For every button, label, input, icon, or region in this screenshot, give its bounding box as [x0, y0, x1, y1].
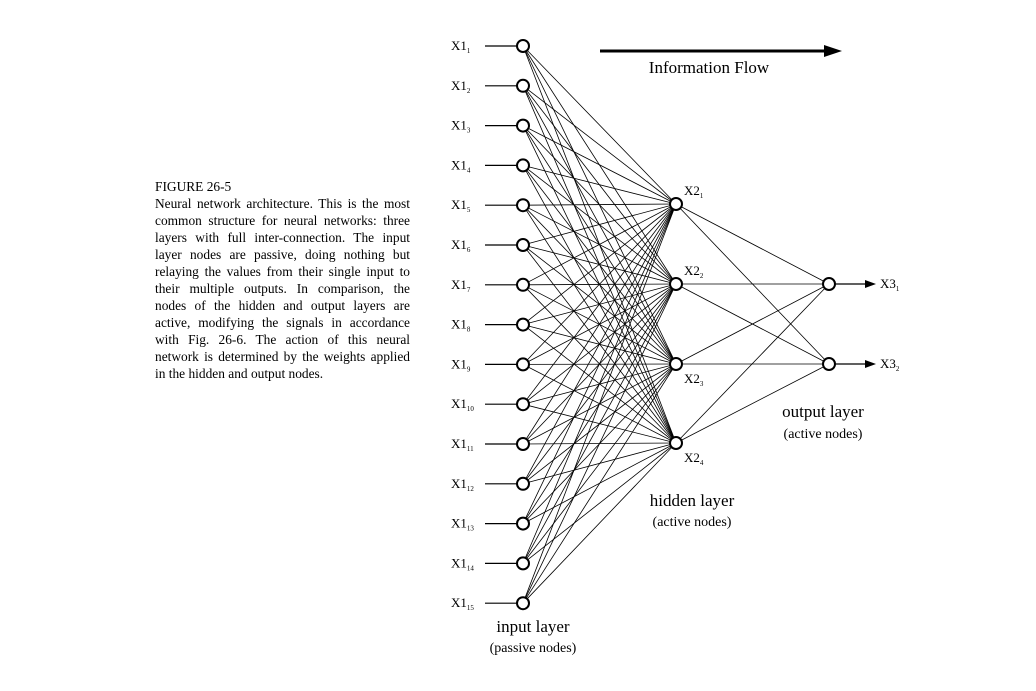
input-node-label-6: X16 [451, 237, 471, 254]
input-node-1 [516, 39, 530, 53]
input-node-4 [516, 158, 530, 173]
connection-hidden-1-output-1 [675, 203, 830, 285]
output-arrowhead-2 [865, 360, 876, 368]
hidden-node-label-2: X22 [684, 263, 704, 280]
connection-hidden-3-output-1 [675, 283, 830, 365]
input-node-3 [516, 118, 530, 133]
connection-input-15-hidden-4 [522, 442, 677, 604]
connection-input-7-hidden-1 [522, 203, 677, 286]
hidden-node-4 [669, 436, 683, 450]
input-node-14 [516, 556, 530, 571]
information-flow-label: Information Flow [649, 58, 770, 77]
connection-input-10-hidden-1 [522, 203, 677, 405]
connection-input-6-hidden-1 [522, 203, 677, 246]
input-node-label-12: X112 [451, 476, 474, 493]
input-node-13 [516, 516, 530, 531]
input-node-label-11: X111 [451, 436, 474, 453]
output-node-label-2: X32 [880, 356, 900, 373]
input-node-label-13: X113 [451, 516, 474, 533]
connection-input-13-hidden-1 [522, 203, 677, 524]
connection-input-14-hidden-1 [522, 203, 677, 564]
information-flow-arrow [600, 45, 842, 57]
input-node-9 [516, 357, 530, 372]
connection-input-14-hidden-2 [522, 283, 677, 564]
output-node-1 [822, 277, 836, 291]
node-labels: X11X12X13X14X15X16X17X18X19X110X111X112X… [451, 38, 900, 612]
connection-input-14-hidden-3 [522, 363, 677, 564]
output-arrowhead-1 [865, 280, 876, 288]
input-node-label-1: X11 [451, 38, 471, 55]
input-node-5 [516, 198, 530, 213]
caption-title: FIGURE 26-5 [155, 179, 232, 194]
connection-input-8-hidden-1 [522, 203, 677, 325]
input-node-label-10: X110 [451, 396, 474, 413]
connection-input-15-hidden-2 [522, 283, 677, 604]
input-node-6 [516, 238, 530, 252]
hidden-node-label-1: X21 [684, 183, 704, 200]
output-layer-subtitle: (active nodes) [784, 427, 863, 442]
connection-input-9-hidden-1 [522, 203, 677, 365]
figure-caption: FIGURE 26-5 Neural network architecture.… [155, 178, 410, 382]
connection-hidden-4-output-2 [675, 363, 830, 444]
hidden-node-2 [669, 277, 683, 291]
input-node-label-5: X15 [451, 197, 471, 214]
input-node-11 [516, 437, 530, 451]
connection-input-5-hidden-1 [522, 203, 677, 206]
connection-input-11-hidden-1 [522, 203, 677, 445]
connection-input-4-hidden-1 [522, 165, 677, 205]
connection-hidden-4-output-1 [675, 283, 830, 444]
input-node-label-4: X14 [451, 157, 471, 174]
connection-input-14-hidden-4 [522, 442, 677, 564]
input-node-label-2: X12 [451, 78, 471, 95]
connections [485, 45, 876, 604]
hidden-layer-title: hidden layer [650, 491, 735, 510]
connection-input-1-hidden-1 [522, 45, 677, 205]
input-node-label-14: X114 [451, 555, 474, 572]
connection-input-15-hidden-3 [522, 363, 677, 604]
input-node-10 [516, 397, 530, 412]
connection-input-12-hidden-1 [522, 203, 677, 484]
input-layer-subtitle: (passive nodes) [490, 641, 577, 656]
output-layer-title: output layer [782, 402, 864, 421]
connection-input-3-hidden-1 [522, 125, 677, 205]
caption-body: Neural network architecture. This is the… [155, 196, 410, 381]
input-node-15 [516, 596, 530, 611]
input-node-8 [516, 317, 530, 332]
input-node-2 [516, 78, 530, 93]
input-layer-title: input layer [496, 617, 570, 636]
input-node-label-7: X17 [451, 277, 471, 294]
connection-input-15-hidden-1 [522, 203, 677, 604]
input-node-label-15: X115 [451, 595, 474, 612]
output-node-2 [822, 357, 836, 371]
hidden-node-label-3: X23 [684, 371, 704, 388]
hidden-node-label-4: X24 [684, 450, 704, 467]
output-node-label-1: X31 [880, 276, 900, 293]
hidden-node-1 [669, 197, 683, 211]
input-node-7 [516, 277, 530, 292]
input-node-label-3: X13 [451, 118, 471, 135]
connection-input-2-hidden-1 [522, 85, 677, 205]
input-node-label-8: X18 [451, 317, 471, 334]
nodes [516, 39, 836, 611]
input-node-12 [516, 476, 530, 491]
hidden-node-3 [669, 357, 683, 371]
input-node-label-9: X19 [451, 356, 471, 373]
hidden-layer-subtitle: (active nodes) [653, 515, 732, 530]
